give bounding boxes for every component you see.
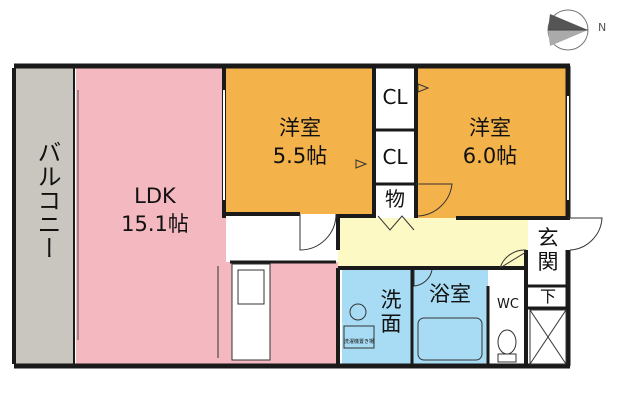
ldk-name: LDK (134, 184, 176, 208)
wc-area (490, 288, 526, 364)
bath-label: 浴室 (429, 282, 471, 306)
shoebox-label: 下 (539, 287, 556, 306)
compass-north-label: N (598, 21, 607, 34)
storage-area (376, 186, 414, 216)
kitchen-sink (237, 269, 265, 305)
closet2-label: CL (382, 145, 408, 169)
washer-space (343, 325, 375, 349)
storage-label: 物 (385, 187, 405, 211)
closet1-label: CL (382, 85, 408, 109)
bathtub (417, 317, 483, 361)
washer-label: 洗濯機置き場 (344, 339, 375, 345)
ldk-size: 15.1帖 (121, 212, 189, 236)
western2-area (416, 68, 566, 218)
closet1-area (376, 68, 414, 130)
balcony-label: バルコニー (33, 140, 61, 260)
balcony-area (14, 68, 74, 364)
western1-name: 洋室 (279, 116, 321, 140)
compass: N (540, 8, 620, 52)
entrance-label: 玄 関 (537, 226, 559, 275)
hall-area (338, 218, 528, 266)
western2-size: 6.0帖 (462, 144, 518, 168)
compass-icon (547, 9, 589, 51)
ldk-area (76, 68, 226, 364)
closet2-area (376, 132, 414, 184)
western2-name: 洋室 (469, 116, 511, 140)
washroom-label: 洗 面 (380, 288, 402, 337)
entrance-area (528, 218, 568, 286)
wc-label: WC (497, 297, 519, 312)
washroom-sink (349, 303, 367, 321)
shoebox-cabinet (529, 309, 567, 365)
bath-area (412, 270, 488, 364)
western1-area (226, 68, 374, 214)
western1-size: 5.5帖 (272, 144, 328, 168)
